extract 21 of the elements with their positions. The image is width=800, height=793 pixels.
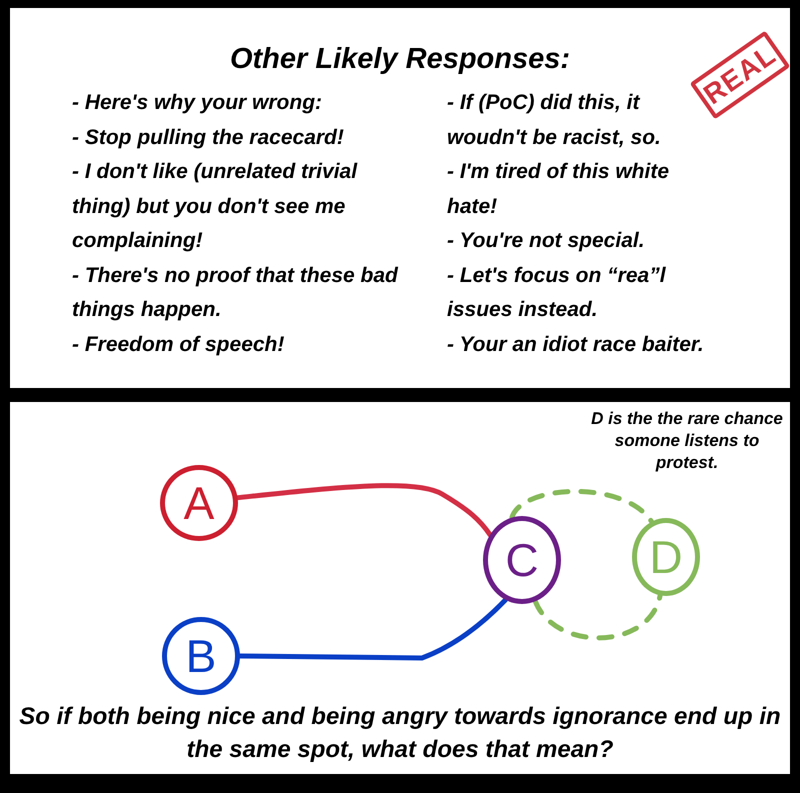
- node-letter: D: [649, 532, 683, 582]
- list-item: - If (PoC) did this, it woudn't be racist, so.: [447, 90, 662, 150]
- title: Other Likely Responses:: [230, 42, 570, 77]
- list-item: - You're not special.: [447, 228, 645, 254]
- dashed-connector-line: [509, 488, 654, 524]
- dashed-connector-line: [532, 592, 663, 640]
- connector-line: [238, 597, 508, 660]
- list-item: - I'm tired of this white hate!: [447, 159, 670, 220]
- connector-line: [235, 483, 493, 538]
- list-item: - I don't like (unrelated trivial thing) but you don't see me complaining!: [72, 159, 358, 254]
- node-note: D is the the rare chance somone listens to protest.: [590, 408, 784, 474]
- list-item: - Here's why your wrong:: [72, 90, 322, 116]
- node-letter: C: [505, 535, 539, 585]
- list-item: - There's no proof that these bad things happen.: [72, 262, 400, 323]
- list-item: - Stop pulling the racecard!: [72, 124, 344, 150]
- node-letter: A: [184, 478, 214, 528]
- node-letter: B: [186, 631, 216, 681]
- list-item: - Let's focus on “rea”l issues instead.: [447, 262, 667, 323]
- list-item: - Freedom of speech!: [72, 332, 284, 358]
- caption: So if both being nice and being angry towards ignorance end up in the same spot, what does that mean?: [18, 702, 782, 765]
- list-item: - Your an idiot race baiter.: [447, 332, 704, 358]
